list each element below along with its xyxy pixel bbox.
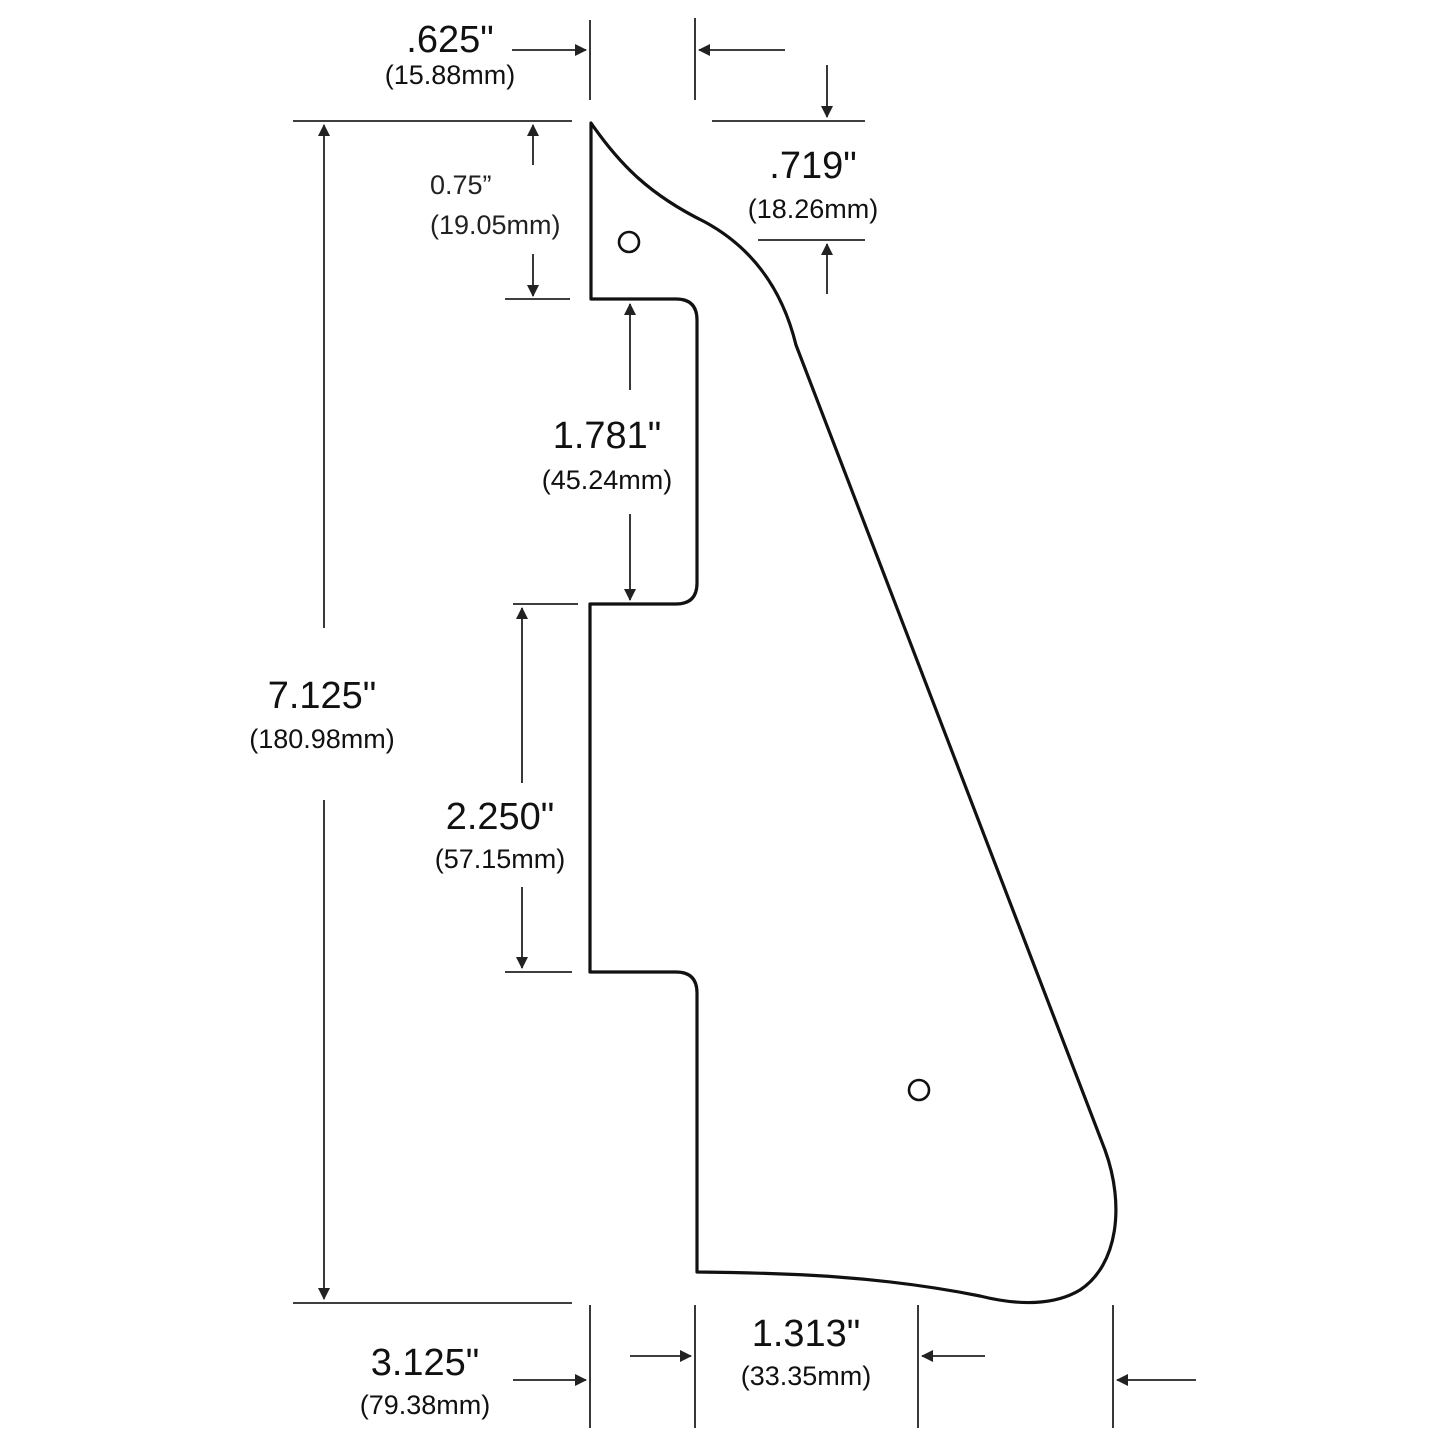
dim-lower-notch: 2.250" (57.15mm) [435,603,578,973]
top-right-height-mm: (18.26mm) [748,194,879,224]
dim-bottom-width: 3.125" (79.38mm) [360,1305,1196,1428]
lower-notch-inch: 2.250" [446,796,555,838]
top-left-height-inch: 0.75” [430,170,492,200]
total-height-inch: 7.125" [268,675,377,717]
dim-bottom-inner: 1.313" (33.35mm) [630,1305,985,1428]
dim-top-width: .625" (15.88mm) [385,18,785,100]
bottom-inner-inch: 1.313" [752,1313,861,1355]
top-right-height-inch: .719" [769,145,856,187]
mounting-hole-top [617,230,641,254]
bottom-inner-mm: (33.35mm) [741,1361,872,1391]
top-left-height-mm: (19.05mm) [430,210,561,240]
pickguard-outline [588,121,1118,1305]
mounting-hole-bottom [907,1078,931,1102]
bottom-width-mm: (79.38mm) [360,1390,491,1420]
bottom-width-inch: 3.125" [371,1342,480,1384]
dim-upper-notch: 1.781" (45.24mm) [542,303,673,601]
lower-notch-mm: (57.15mm) [435,844,566,874]
dim-top-right-height: .719" (18.26mm) [712,65,878,294]
top-width-mm: (15.88mm) [385,60,516,90]
upper-notch-mm: (45.24mm) [542,465,673,495]
upper-notch-inch: 1.781" [553,415,662,457]
top-width-inch: .625" [406,19,493,61]
dim-top-left-height: 0.75” (19.05mm) [430,124,570,300]
dim-total-height: 7.125" (180.98mm) [249,120,572,1304]
total-height-mm: (180.98mm) [249,724,395,754]
